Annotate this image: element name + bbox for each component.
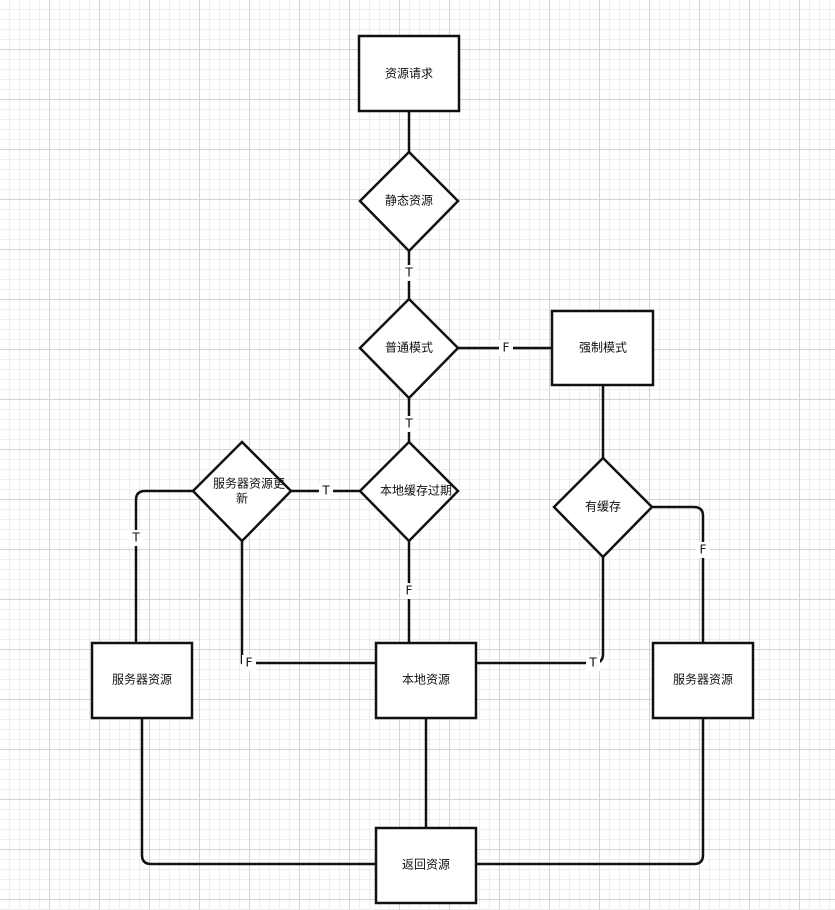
node-server-resource-left[interactable]: 服务器资源 — [90, 641, 194, 720]
node-server-resource-updated[interactable]: 服务器资源更 新 — [191, 440, 293, 543]
edge-label-hascache-to-local: T — [586, 655, 600, 671]
node-has-cache[interactable]: 有缓存 — [552, 456, 654, 559]
edge-label-normal-to-expired: T — [402, 416, 416, 432]
svg-text:服务器资源更: 服务器资源更 — [213, 476, 285, 491]
svg-text:有缓存: 有缓存 — [585, 500, 621, 514]
edge-update-to-local[interactable] — [240, 539, 378, 665]
node-return-resource[interactable]: 返回资源 — [374, 826, 478, 905]
svg-text:F: F — [503, 341, 510, 355]
edge-server-right-to-return[interactable] — [474, 716, 705, 866]
edge-labels: T F T T F T F F — [129, 265, 710, 671]
svg-text:F: F — [246, 656, 253, 670]
svg-text:T: T — [404, 266, 413, 280]
svg-text:T: T — [131, 531, 140, 545]
svg-text:本地资源: 本地资源 — [402, 673, 450, 687]
node-local-resource[interactable]: 本地资源 — [374, 641, 478, 720]
node-force-mode[interactable]: 强制模式 — [550, 309, 655, 387]
edge-label-normal-to-force: F — [499, 340, 513, 356]
edge-label-update-to-local: F — [242, 655, 256, 671]
edge-hascache-to-local[interactable] — [474, 555, 605, 665]
edge-label-update-to-server: T — [129, 530, 143, 546]
edge-label-hascache-to-server: F — [696, 542, 710, 558]
svg-text:返回资源: 返回资源 — [402, 858, 450, 872]
svg-text:T: T — [404, 417, 413, 431]
node-local-cache-expired[interactable]: 本地缓存过期 — [358, 440, 460, 543]
edge-label-expired-to-update: T — [319, 483, 333, 499]
svg-text:T: T — [588, 656, 597, 670]
node-normal-mode[interactable]: 普通模式 — [358, 297, 460, 400]
edge-label-expired-to-local: F — [402, 583, 416, 599]
svg-text:T: T — [321, 484, 330, 498]
svg-text:服务器资源: 服务器资源 — [673, 672, 733, 687]
svg-text:本地缓存过期: 本地缓存过期 — [380, 484, 452, 498]
svg-text:F: F — [700, 543, 707, 557]
svg-text:资源请求: 资源请求 — [385, 67, 433, 81]
svg-text:强制模式: 强制模式 — [579, 341, 627, 355]
node-server-resource-right[interactable]: 服务器资源 — [651, 641, 755, 720]
svg-text:新: 新 — [236, 491, 248, 506]
edge-hascache-to-server-right[interactable] — [650, 505, 705, 645]
edge-update-to-server-left[interactable] — [134, 489, 195, 645]
edge-server-left-to-return[interactable] — [140, 716, 378, 866]
svg-text:普通模式: 普通模式 — [385, 341, 433, 355]
svg-text:服务器资源: 服务器资源 — [112, 672, 172, 687]
svg-text:F: F — [406, 584, 413, 598]
node-static-resource[interactable]: 静态资源 — [358, 150, 460, 253]
node-resource-request[interactable]: 资源请求 — [357, 34, 461, 113]
svg-text:静态资源: 静态资源 — [385, 194, 433, 208]
nodes: 资源请求 静态资源 普通模式 强制模式 本地缓存过期 服务器资源更 新 有缓存 — [90, 34, 755, 905]
edge-label-static-to-normal: T — [402, 265, 416, 281]
